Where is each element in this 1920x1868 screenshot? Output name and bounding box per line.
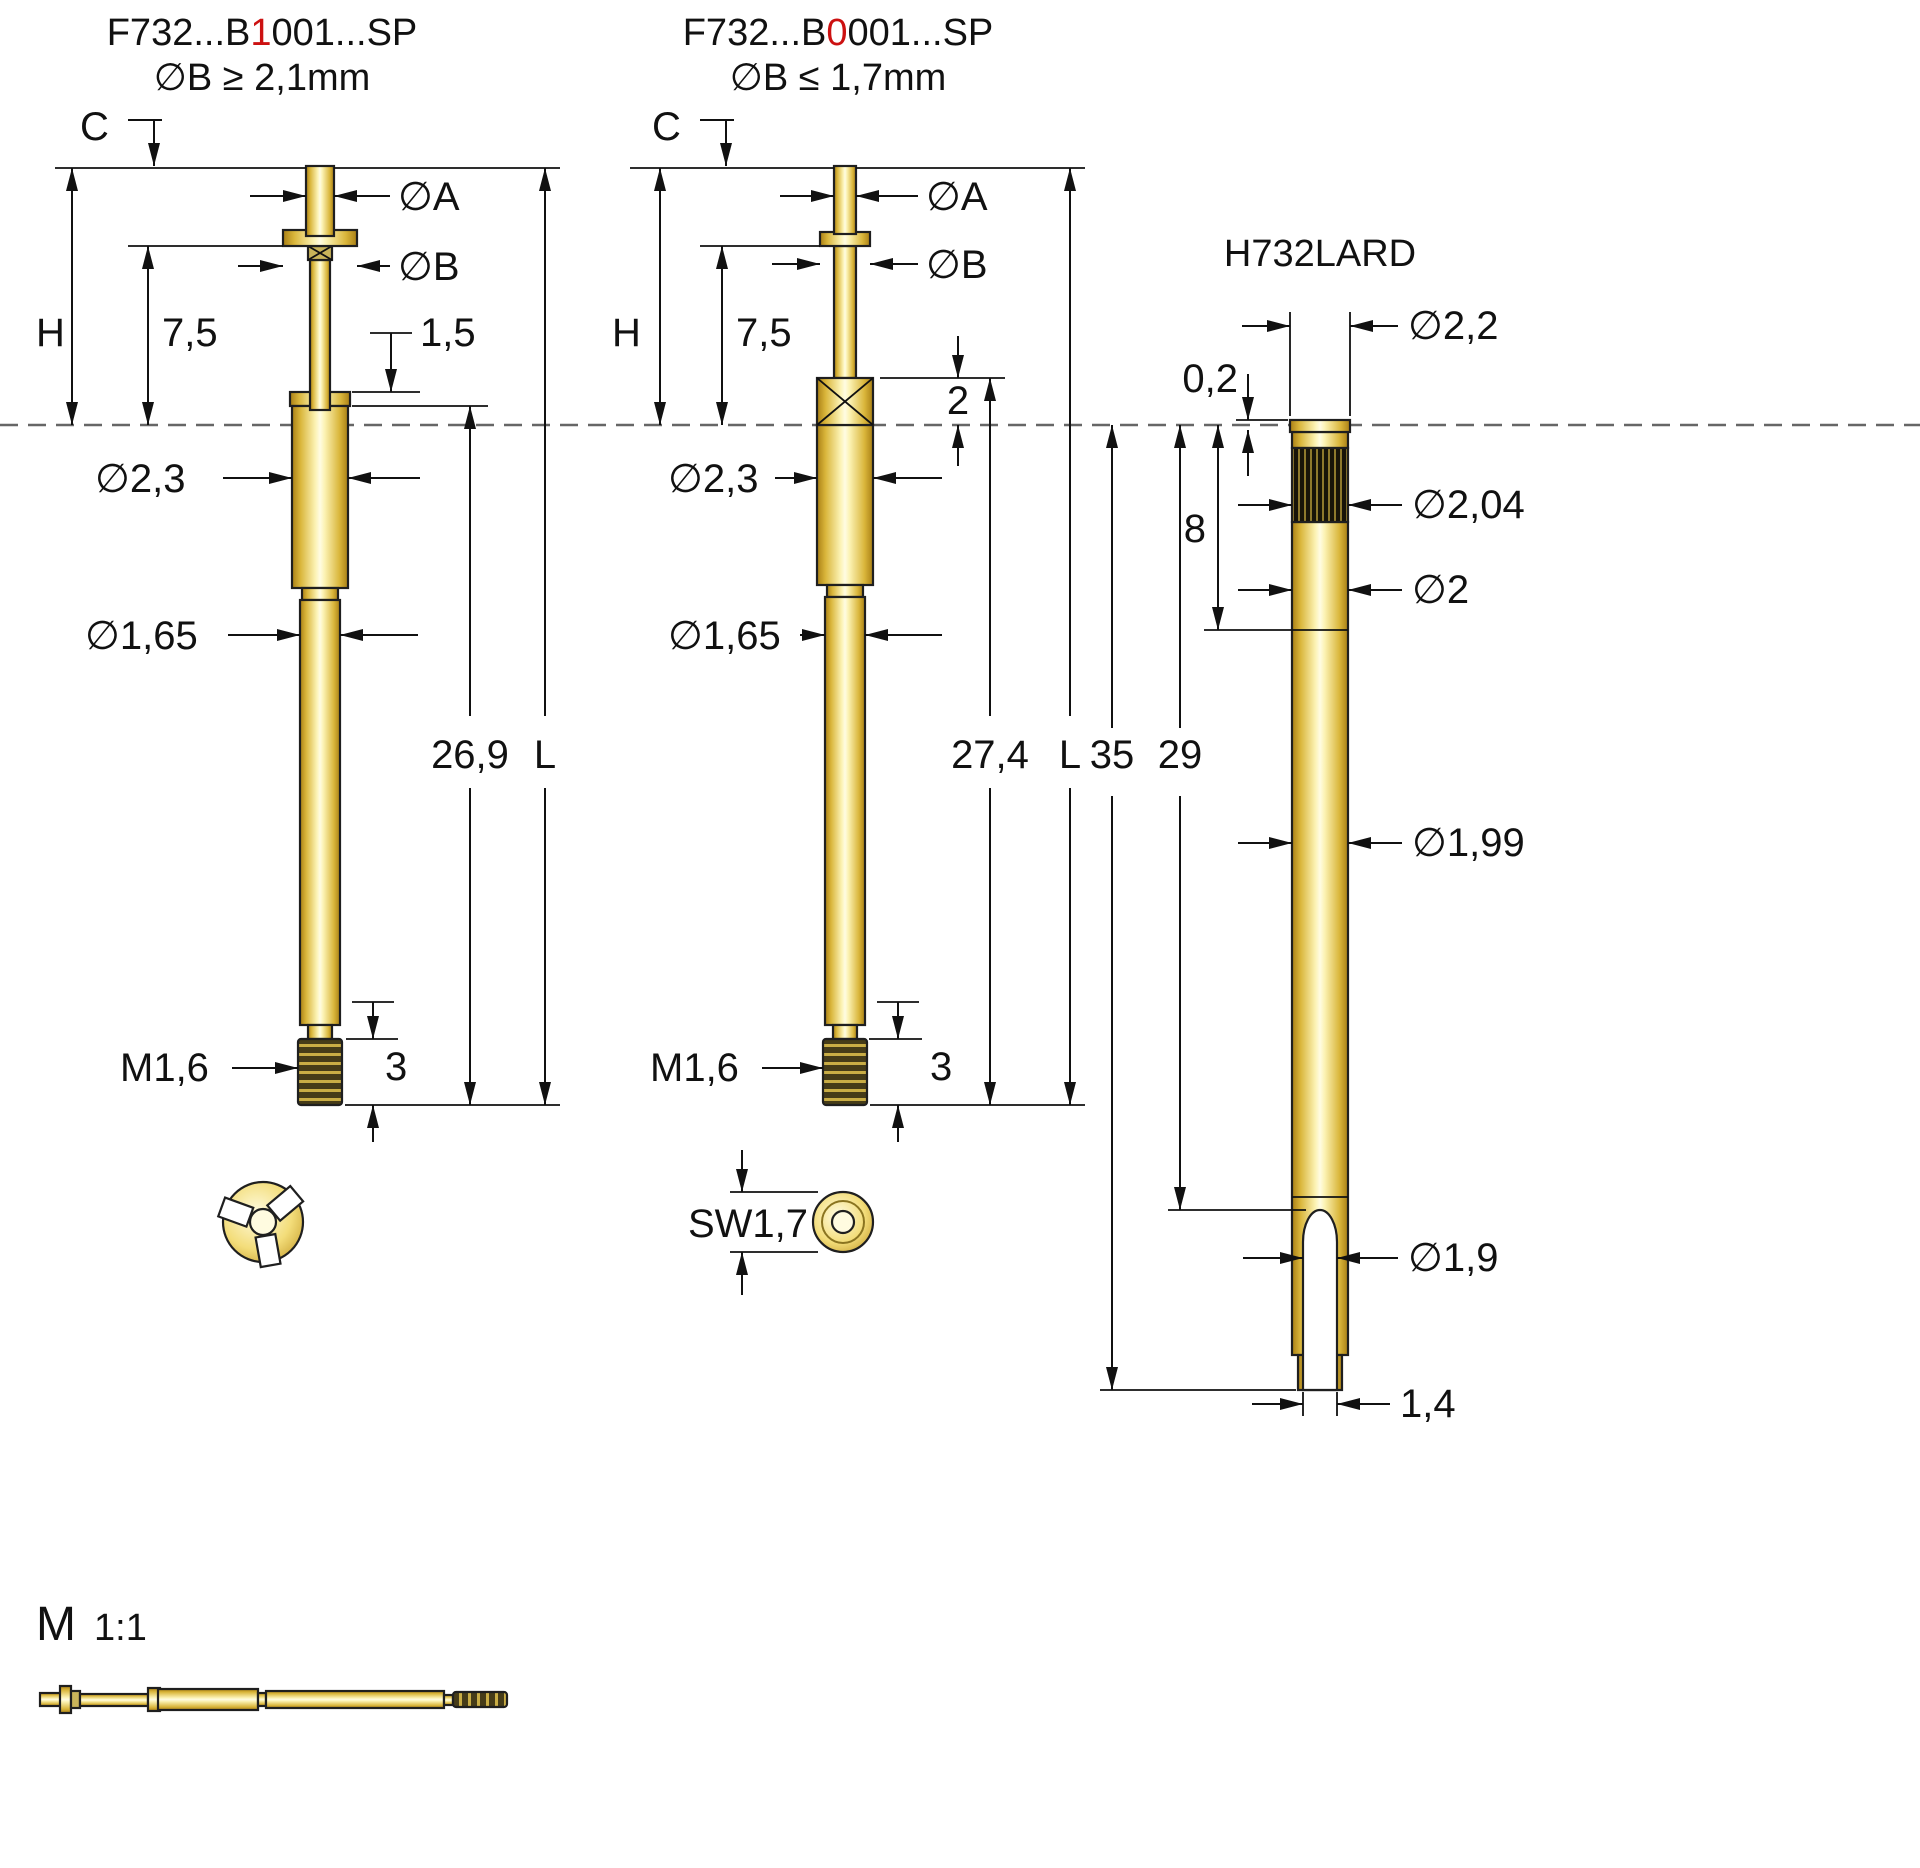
receptacle: H732LARD ∅2,2 0,2 8 — [1090, 233, 1525, 1426]
dim-label-right-knurl-dia: ∅2,04 — [1412, 483, 1525, 527]
dim-label-middle-barrel-dia: ∅2,3 — [668, 457, 758, 501]
probe-left-tip-view — [216, 1180, 305, 1269]
dim-right-lip-height — [1236, 374, 1288, 476]
dim-middle-height — [630, 167, 1085, 425]
dim-label-middle-shaft-dia: ∅1,65 — [668, 614, 781, 658]
dim-right-total-length — [1100, 425, 1296, 1391]
dim-middle-thread-length — [869, 1001, 922, 1142]
dim-label-left-thread: M1,6 — [120, 1046, 209, 1090]
dim-left-height — [55, 167, 560, 425]
dim-label-left-travel: C — [80, 105, 109, 149]
dim-label-right-total-length: 35 — [1090, 733, 1135, 777]
dim-label-middle-thread-length: 3 — [930, 1045, 952, 1089]
dim-right-tip-width — [1252, 1392, 1390, 1416]
dim-label-left-flange-height: 7,5 — [162, 311, 218, 355]
dim-label-left-height: H — [36, 311, 65, 355]
dim-label-middle-below-plate-length: 27,4 — [951, 733, 1029, 777]
dim-middle-flange-height — [700, 245, 820, 425]
dim-label-left-total-length: L — [534, 733, 556, 777]
dim-left-travel — [128, 119, 162, 166]
dim-label-right-lip-height: 0,2 — [1182, 357, 1238, 401]
dim-label-left-thread-length: 3 — [385, 1045, 407, 1089]
dim-label-middle-wrench-size: SW1,7 — [688, 1202, 808, 1246]
dim-label-left-shaft-dia: ∅1,65 — [85, 614, 198, 658]
dim-left-total-length — [345, 168, 560, 1106]
probe-middle-title: F732...B0001...SP — [683, 12, 994, 54]
dim-label-left-step: 1,5 — [420, 311, 476, 355]
dim-middle-total-length — [870, 168, 1085, 1106]
dim-label-right-body-dia: ∅1,99 — [1412, 821, 1525, 865]
dim-right-inner-depth — [1168, 425, 1306, 1211]
dim-label-left-tip-dia: ∅A — [398, 175, 460, 219]
dim-middle-crimp-length — [880, 336, 1005, 466]
scale-view-m-label: M — [36, 1598, 76, 1651]
dim-label-right-bore-dia: ∅1,9 — [1408, 1236, 1498, 1280]
probe-left-subtitle: ∅B ≥ 2,1mm — [154, 57, 371, 99]
probe-middle-tip-view — [730, 1150, 875, 1295]
dim-middle-travel — [700, 119, 734, 166]
dim-label-right-inner-depth: 29 — [1158, 733, 1203, 777]
dim-label-right-neck-dia: ∅2 — [1412, 568, 1469, 612]
dim-label-left-barrel-dia: ∅2,3 — [95, 457, 185, 501]
dim-label-middle-thread: M1,6 — [650, 1046, 739, 1090]
dim-label-right-knurl-length: 8 — [1184, 507, 1206, 551]
receptacle-body — [1288, 418, 1352, 1392]
probe-left-title: F732...B1001...SP — [107, 12, 418, 54]
dim-label-middle-crimp-length: 2 — [947, 379, 969, 423]
scale-view: M 1:1 — [36, 1598, 509, 1715]
dim-label-middle-height: H — [612, 311, 641, 355]
dim-label-middle-flange-height: 7,5 — [736, 311, 792, 355]
dim-label-middle-travel: C — [652, 105, 681, 149]
probe-middle-body — [815, 164, 875, 1107]
dim-label-left-flange-dia: ∅B — [398, 245, 460, 289]
dim-right-knurl-length — [1204, 425, 1348, 631]
dim-label-middle-flange-dia: ∅B — [926, 243, 988, 287]
receptacle-title: H732LARD — [1224, 233, 1416, 275]
dim-label-left-below-plate-length: 26,9 — [431, 733, 509, 777]
scale-view-ratio-label: 1:1 — [94, 1607, 147, 1649]
probe-middle-subtitle: ∅B ≤ 1,7mm — [730, 57, 947, 99]
dim-right-head-dia — [1242, 312, 1398, 416]
dim-left-thread-length — [346, 1001, 398, 1142]
probe-middle: F732...B0001...SP ∅B ≤ 1,7mm C H — [612, 12, 1085, 1295]
probe-left: F732...B1001...SP ∅B ≥ 2,1mm C H — [36, 12, 560, 1269]
dim-label-right-head-dia: ∅2,2 — [1408, 304, 1498, 348]
dim-left-flange-height — [128, 245, 283, 425]
dim-label-right-tip-width: 1,4 — [1400, 1382, 1456, 1426]
dim-label-middle-tip-dia: ∅A — [926, 175, 988, 219]
scale-view-probe-body — [38, 1684, 509, 1715]
dim-label-middle-total-length: L — [1059, 733, 1081, 777]
